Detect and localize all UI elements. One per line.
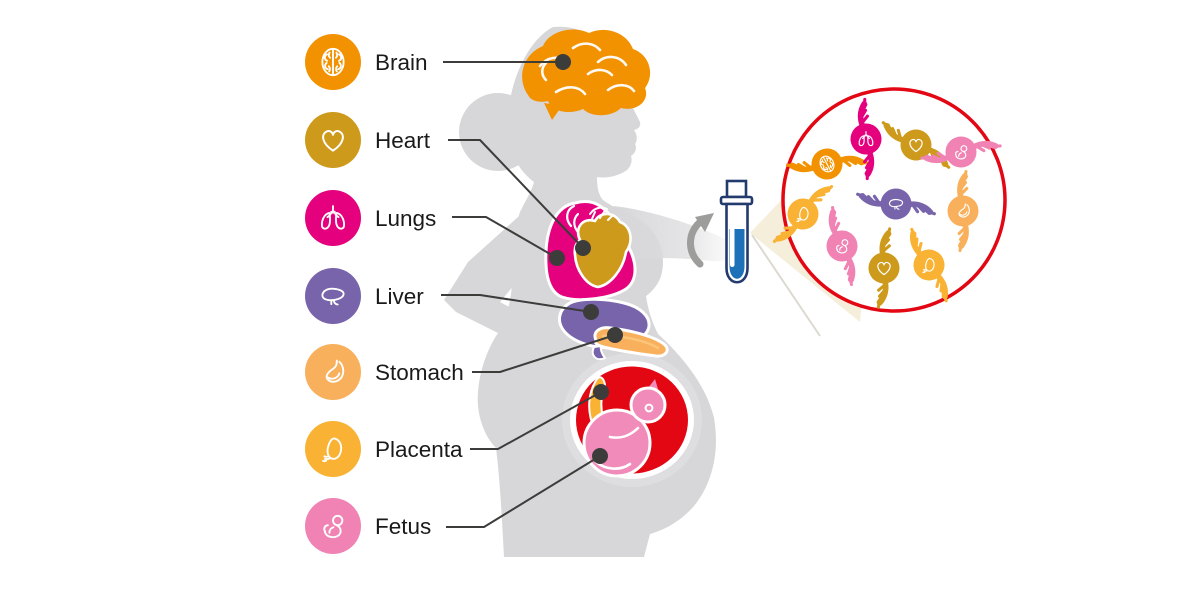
placenta-legend-circle — [305, 421, 361, 477]
molecule-liver — [858, 180, 935, 229]
molecule-brain — [787, 132, 866, 196]
lungs-legend-circle — [305, 190, 361, 246]
molecule-placenta-2 — [890, 229, 967, 300]
molecule-heart — [878, 123, 953, 168]
sample-arrow-icon — [687, 213, 714, 268]
legend-item-heart — [305, 112, 361, 168]
fetus-leader-line — [446, 455, 601, 528]
molecule-fetus-2 — [806, 208, 878, 285]
molecule-lungs — [834, 99, 898, 178]
legend-item-lungs — [305, 190, 361, 246]
stomach-leader-line — [472, 334, 616, 373]
stomach-legend-circle — [305, 344, 361, 400]
heart-leader-line — [448, 139, 584, 249]
brain-label: Brain — [375, 50, 428, 75]
fetus-ear — [644, 403, 654, 413]
lungs-leader-line — [452, 216, 558, 259]
placenta-leader-line — [470, 391, 602, 450]
stomach-leader-dot — [607, 327, 623, 343]
fetus-label: Fetus — [375, 514, 431, 539]
heart-leader-dot — [575, 240, 591, 256]
liver-label: Liver — [375, 284, 424, 309]
fetus-arm — [608, 426, 640, 439]
fetus-hair — [648, 379, 658, 389]
fetus-legend-circle — [305, 498, 361, 554]
glass-highlight — [730, 209, 735, 267]
stomach-label: Stomach — [375, 360, 464, 385]
legend-item-fetus — [305, 498, 361, 554]
placenta-label: Placenta — [375, 437, 463, 462]
fetus-leader-dot — [592, 448, 608, 464]
brain-organ — [522, 29, 651, 120]
placenta-leader-dot — [593, 384, 609, 400]
heart-organ — [573, 206, 632, 289]
test-tube — [719, 179, 754, 284]
lungs-leader-dot — [549, 250, 565, 266]
molecules — [774, 99, 1000, 307]
leader-lines — [441, 54, 623, 528]
molecule-heart-2 — [868, 229, 900, 307]
test-tube-cap — [725, 179, 748, 199]
heart-legend-circle — [305, 112, 361, 168]
lungs-label: Lungs — [375, 206, 436, 231]
legend-item-liver — [305, 268, 361, 324]
liver-leader-line — [441, 294, 592, 313]
beam-lower-wedge — [751, 234, 854, 338]
molecule-fetus — [922, 117, 1000, 186]
heart-label: Heart — [375, 128, 431, 153]
molecule-placenta — [774, 175, 831, 254]
brain-leader-dot — [555, 54, 571, 70]
legend-item-brain — [305, 34, 361, 90]
liver-leader-dot — [583, 304, 599, 320]
organ-legend: Brain Heart Lungs Liver Stomach Placenta… — [305, 34, 464, 554]
molecule-stomach — [947, 172, 979, 251]
legend-item-stomach — [305, 344, 361, 400]
legend-item-placenta — [305, 421, 361, 477]
liver-legend-circle — [305, 268, 361, 324]
right-arm — [614, 206, 738, 262]
